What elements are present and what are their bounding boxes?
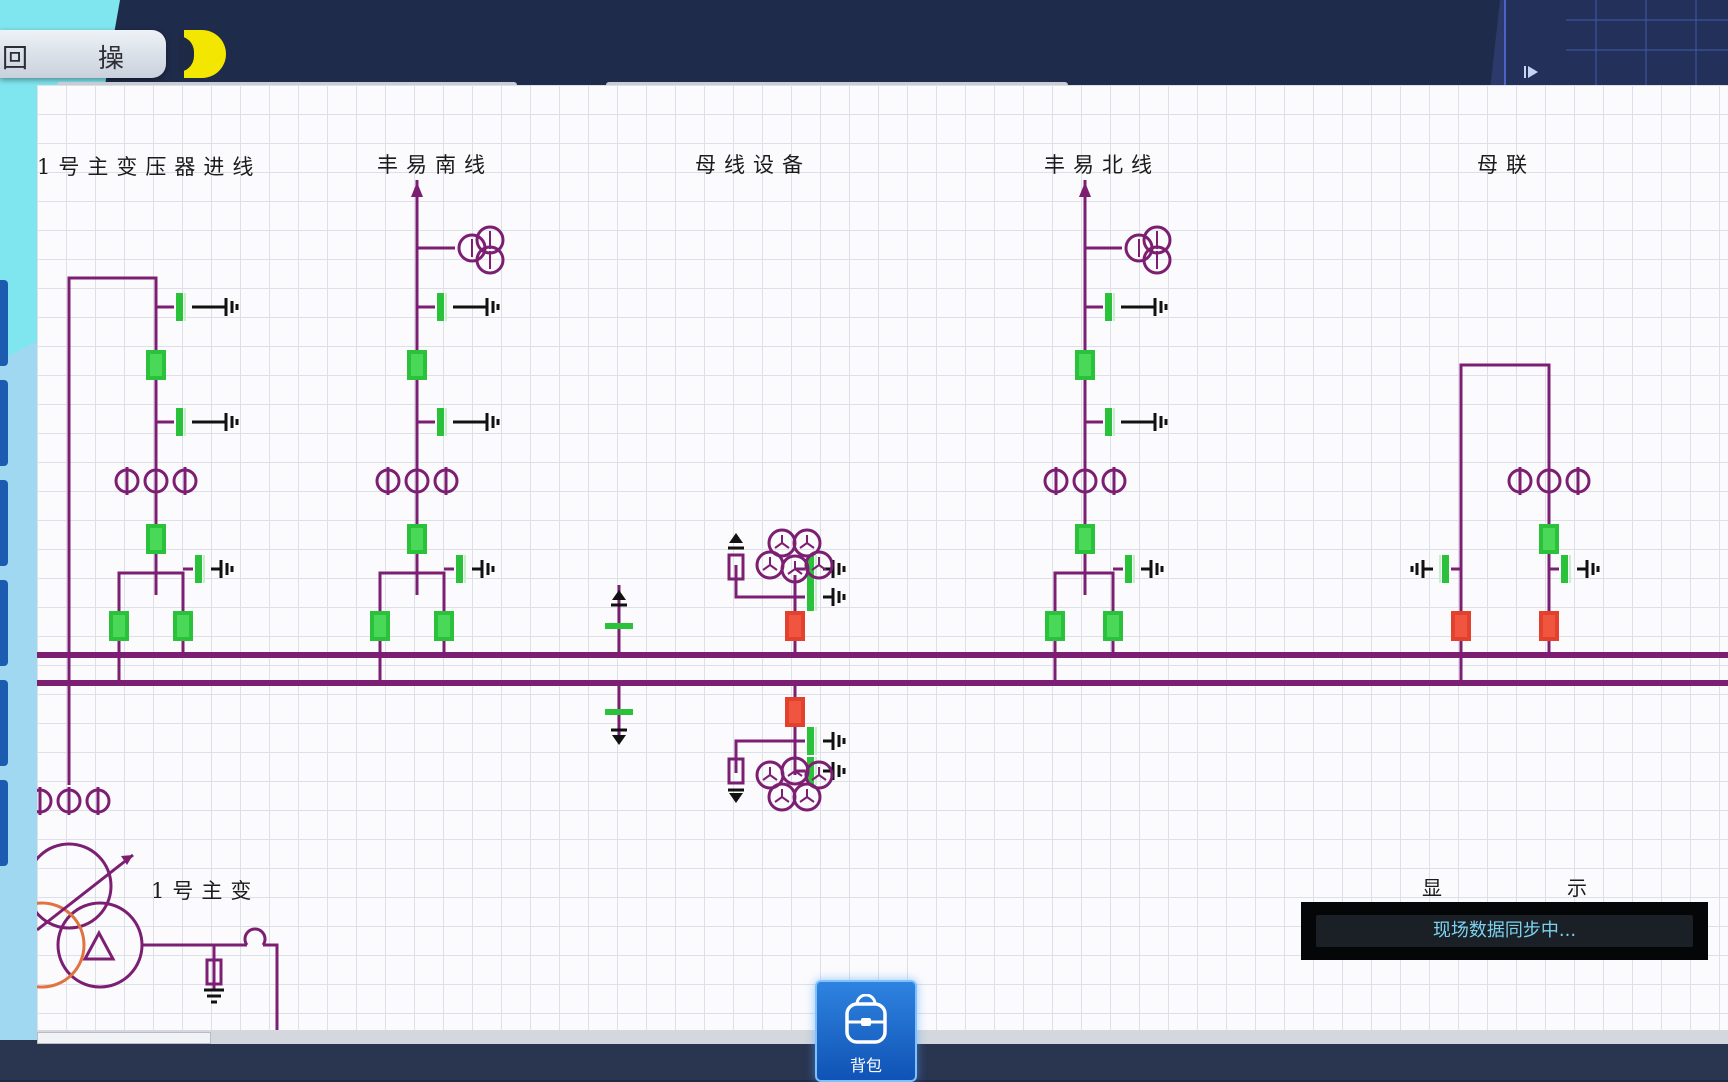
bus-pt-earth-switch-upper: [793, 581, 846, 613]
scrollbar-thumb[interactable]: [37, 1032, 211, 1044]
toolbar-glyph-right: 操: [98, 44, 125, 74]
toolbar-glyph-left: 回: [2, 44, 29, 74]
status-display: 现场数据同步中...: [1301, 902, 1708, 960]
status-text: 现场数据同步中...: [1316, 915, 1693, 947]
bay2-earth-switch-low: [442, 553, 495, 585]
bay4-earth-switch-low: [1111, 553, 1164, 585]
bay5-current-transformers: [1507, 465, 1591, 497]
left-rail: [0, 280, 8, 1000]
bay-bus-equipment: [605, 528, 846, 812]
bay2-bus-disconnector-1: [370, 611, 390, 641]
bay5-breaker: [1539, 524, 1559, 554]
bay4-earth-switch-top: [1083, 291, 1168, 323]
bay2-earth-switch-mid: [415, 406, 500, 438]
bay4-breaker: [1075, 524, 1095, 554]
bay5-disconnector-right: [1539, 611, 1559, 641]
bay-label-main-transformer-incoming: 1号主变压器进线: [37, 155, 262, 179]
backpack-icon: [845, 994, 887, 1044]
bus-pt-earth-switch-lower: [793, 725, 846, 757]
bay5-earth-switch-left: [1410, 553, 1463, 585]
bay4-line-arrow: [1079, 182, 1091, 197]
bay-label-bus-equipment: 母线设备: [695, 153, 811, 177]
bay4-disconnector-top: [1075, 350, 1095, 380]
bus-pt-disconnector-upper: [785, 611, 805, 641]
bay-label-fengyi-south: 丰易南线: [377, 153, 493, 177]
transformer-current-transformers: [37, 785, 111, 817]
transformer-label: 1号主变: [151, 879, 260, 903]
bay2-line-arrow: [411, 182, 423, 197]
bay4-bus-disconnector-1: [1045, 611, 1065, 641]
bay2-bus-disconnector-2: [434, 611, 454, 641]
bay4-voltage-transformer: [1124, 225, 1172, 275]
yellow-toggle-notch: [178, 36, 194, 72]
bay4-bus-disconnector-2: [1103, 611, 1123, 641]
bay-label-bus-coupler: 母联: [1477, 153, 1535, 177]
bay4-current-transformers: [1043, 465, 1127, 497]
bay1-earth-switch-mid: [154, 406, 239, 438]
bay1-current-transformers: [114, 465, 198, 497]
minimap-panel[interactable]: [1504, 0, 1728, 88]
backpack-button[interactable]: 背包: [815, 980, 917, 1082]
bay1-disconnector-top: [146, 350, 166, 380]
main-transformer-symbol: [37, 842, 279, 1037]
bay5-disconnector-left: [1451, 611, 1471, 641]
bay2-disconnector-top: [407, 350, 427, 380]
bus-pt-star-3: [755, 550, 785, 580]
bay-bus-coupler: [1459, 363, 1551, 683]
bay-label-fengyi-north: 丰易北线: [1044, 153, 1160, 177]
top-toolbar-pill[interactable]: 回 操: [0, 30, 166, 78]
single-line-diagram: [37, 180, 1728, 1037]
bay2-current-transformers: [375, 465, 459, 497]
minimap-grid: [1524, 0, 1728, 86]
single-line-diagram-board: 1号主变压器进线 丰易南线 母线设备 丰易北线 母联 1号主变: [37, 85, 1728, 1037]
bay4-earth-switch-mid: [1083, 406, 1168, 438]
bay1-breaker: [146, 524, 166, 554]
bay2-voltage-transformer: [457, 225, 505, 275]
display-title-left: 显: [1422, 876, 1442, 900]
bus-pt-star-8: [755, 760, 785, 790]
backpack-label: 背包: [849, 1056, 882, 1075]
bay1-earth-switch-low: [181, 553, 234, 585]
play-icon: [1528, 66, 1538, 78]
bay2-earth-switch-top: [415, 291, 500, 323]
bay1-bus-disconnector-2: [173, 611, 193, 641]
bay1-bus-disconnector-1: [109, 611, 129, 641]
bay5-earth-switch-right: [1547, 553, 1600, 585]
bay1-earth-switch-top: [154, 291, 239, 323]
bus-pt-disconnector-lower: [785, 697, 805, 727]
display-title-right: 示: [1567, 876, 1587, 900]
bay2-breaker: [407, 524, 427, 554]
